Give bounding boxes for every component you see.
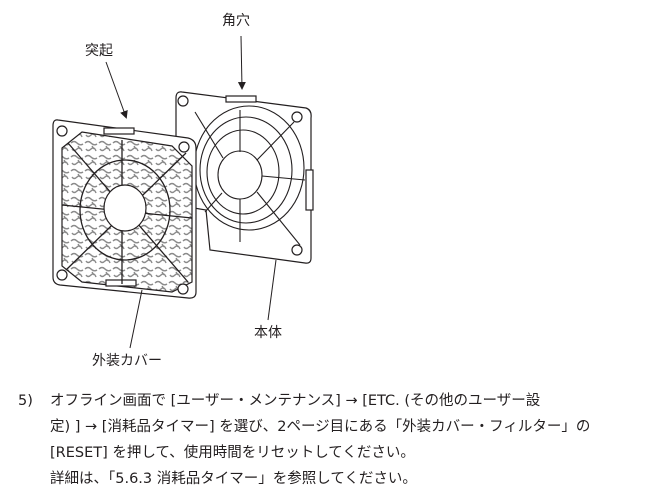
step-number: 5) bbox=[18, 393, 33, 409]
body-leader bbox=[267, 259, 277, 321]
instruction-line: [RESET] を押して、使用時間をリセットしてください。 bbox=[50, 445, 415, 461]
body-frame bbox=[175, 91, 314, 264]
outer-cover bbox=[52, 119, 197, 299]
instruction-line: 詳細は、「5.6.3 消耗品タイマー」を参照してください。 bbox=[50, 471, 417, 487]
instruction-line: オフライン画面で [ユーザー・メンテナンス] → [ETC. (その他のユーザー… bbox=[50, 393, 541, 409]
filter-cover-diagram bbox=[52, 35, 314, 349]
instruction-line: 定) ] → [消耗品タイマー] を選び、2ページ目にある「外装カバー・フィルタ… bbox=[50, 419, 591, 435]
label-protrusion: 突起 bbox=[85, 43, 113, 59]
square-hole-arrow bbox=[237, 35, 246, 90]
protrusion-arrow bbox=[105, 61, 128, 119]
label-outer-cover: 外装カバー bbox=[92, 353, 162, 369]
instruction-step: 5) オフライン画面で [ユーザー・メンテナンス] → [ETC. (その他のユ… bbox=[18, 388, 658, 492]
outer-cover-leader bbox=[129, 289, 143, 349]
label-square-hole: 角穴 bbox=[222, 13, 250, 29]
label-body: 本体 bbox=[254, 325, 282, 341]
